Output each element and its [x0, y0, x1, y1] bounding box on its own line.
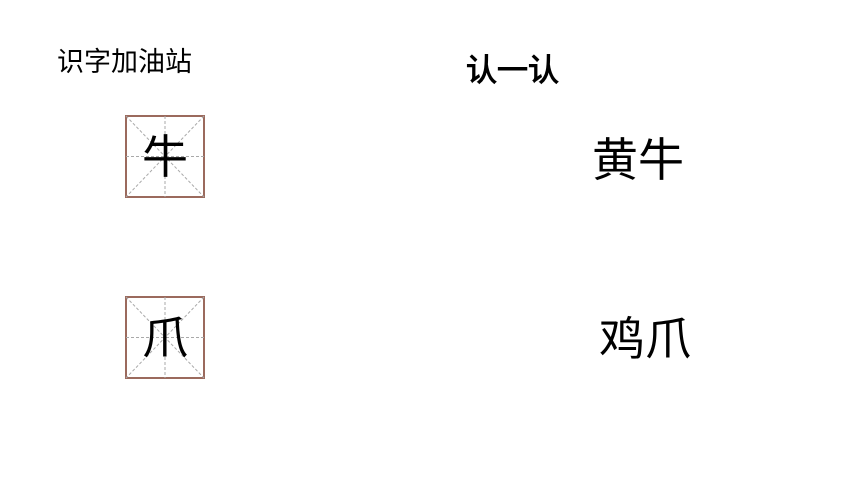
tian-zi-grid: [125, 115, 205, 198]
word-jizhua: 鸡爪: [599, 312, 691, 366]
character-grid-niu: 牛: [125, 115, 205, 198]
activity-title: 认一认: [466, 53, 559, 89]
section-title: 识字加油站: [57, 47, 192, 78]
tian-zi-grid: [125, 296, 205, 379]
grid-character: 牛: [142, 129, 188, 184]
character-grid-zhua: 爪: [125, 296, 205, 379]
grid-character: 爪: [142, 310, 188, 365]
word-huangniu: 黄牛: [592, 133, 684, 187]
